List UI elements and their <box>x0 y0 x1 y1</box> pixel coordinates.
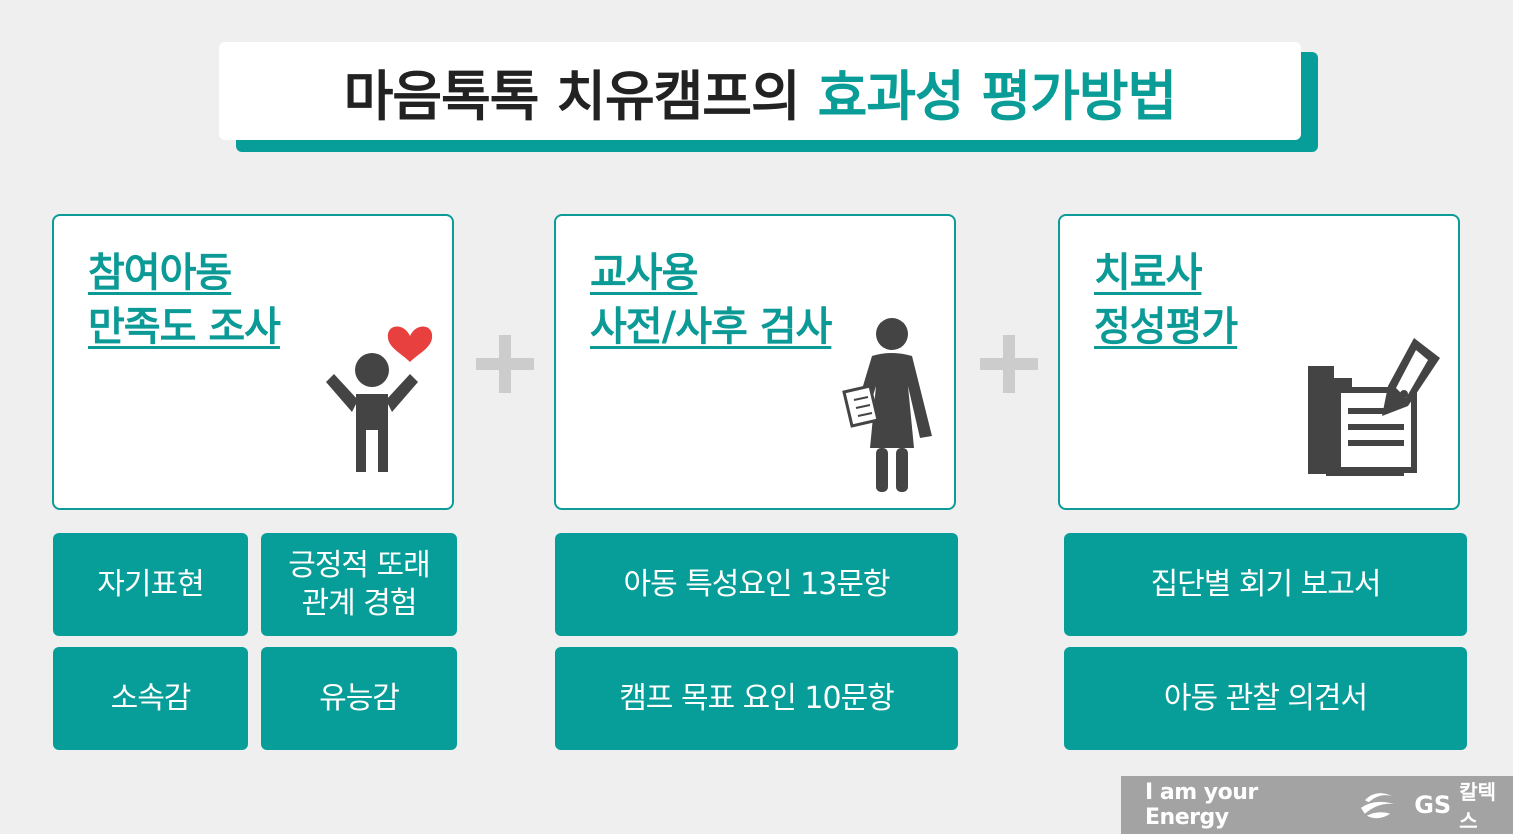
card-title: 치료사 정성평가 <box>1094 246 1238 354</box>
tag-label: 관계 경험 <box>301 585 418 621</box>
card-title: 교사용 사전/사후 검사 <box>590 246 832 354</box>
gs-logo-icon <box>1361 793 1395 819</box>
tag-peer-relationship: 긍정적 또래 관계 경험 <box>261 533 457 636</box>
teacher-icon <box>842 318 932 492</box>
card-title: 참여아동 만족도 조사 <box>88 246 281 354</box>
tag-label: 소속감 <box>110 680 192 716</box>
tag-camp-goals: 캠프 목표 요인 10문항 <box>555 647 958 750</box>
child-with-heart-icon <box>326 326 433 472</box>
tag-label: 자기표현 <box>97 566 204 602</box>
plus-icon <box>980 335 1038 393</box>
card-title-line: 참여아동 <box>88 250 232 296</box>
plus-icon <box>476 335 534 393</box>
heart-icon <box>387 326 433 362</box>
card-title-line: 만족도 조사 <box>88 304 281 350</box>
tag-competence: 유능감 <box>261 647 457 750</box>
tag-label: 유능감 <box>319 680 400 716</box>
card-teacher-test: 교사용 사전/사후 검사 <box>554 214 956 510</box>
card-title-line: 교사용 <box>590 250 698 296</box>
footer-brand-ko: 칼텍스 <box>1459 780 1497 833</box>
tag-observation-opinion: 아동 관찰 의견서 <box>1064 647 1467 750</box>
title-main: 마음톡톡 치유캠프의 <box>343 64 801 128</box>
document-pen-icon <box>1308 338 1440 476</box>
tag-label: 집단별 회기 보고서 <box>1150 566 1382 602</box>
tag-label: 아동 특성요인 13문항 <box>623 566 890 602</box>
tag-self-expression: 자기표현 <box>53 533 248 636</box>
tag-label: 캠프 목표 요인 10문항 <box>619 680 895 716</box>
tag-belonging: 소속감 <box>53 647 248 750</box>
tag-child-traits: 아동 특성요인 13문항 <box>555 533 958 636</box>
footer-brand: GS <box>1414 791 1452 819</box>
footer-brand-bar: I am your Energy GS 칼텍스 <box>1121 776 1513 834</box>
card-title-line: 정성평가 <box>1094 304 1238 350</box>
tag-session-report: 집단별 회기 보고서 <box>1064 533 1467 636</box>
tag-label: 긍정적 또래 <box>288 547 431 583</box>
title-accent: 효과성 평가방법 <box>817 64 1178 128</box>
page-title: 마음톡톡 치유캠프의 효과성 평가방법 <box>219 42 1301 140</box>
card-title-line: 치료사 <box>1094 250 1202 296</box>
tag-label: 아동 관찰 의견서 <box>1163 680 1368 716</box>
footer-slogan: I am your Energy <box>1145 780 1258 830</box>
card-therapist-eval: 치료사 정성평가 <box>1058 214 1460 510</box>
card-child-satisfaction: 참여아동 만족도 조사 <box>52 214 454 510</box>
card-title-line: 사전/사후 검사 <box>590 304 832 350</box>
